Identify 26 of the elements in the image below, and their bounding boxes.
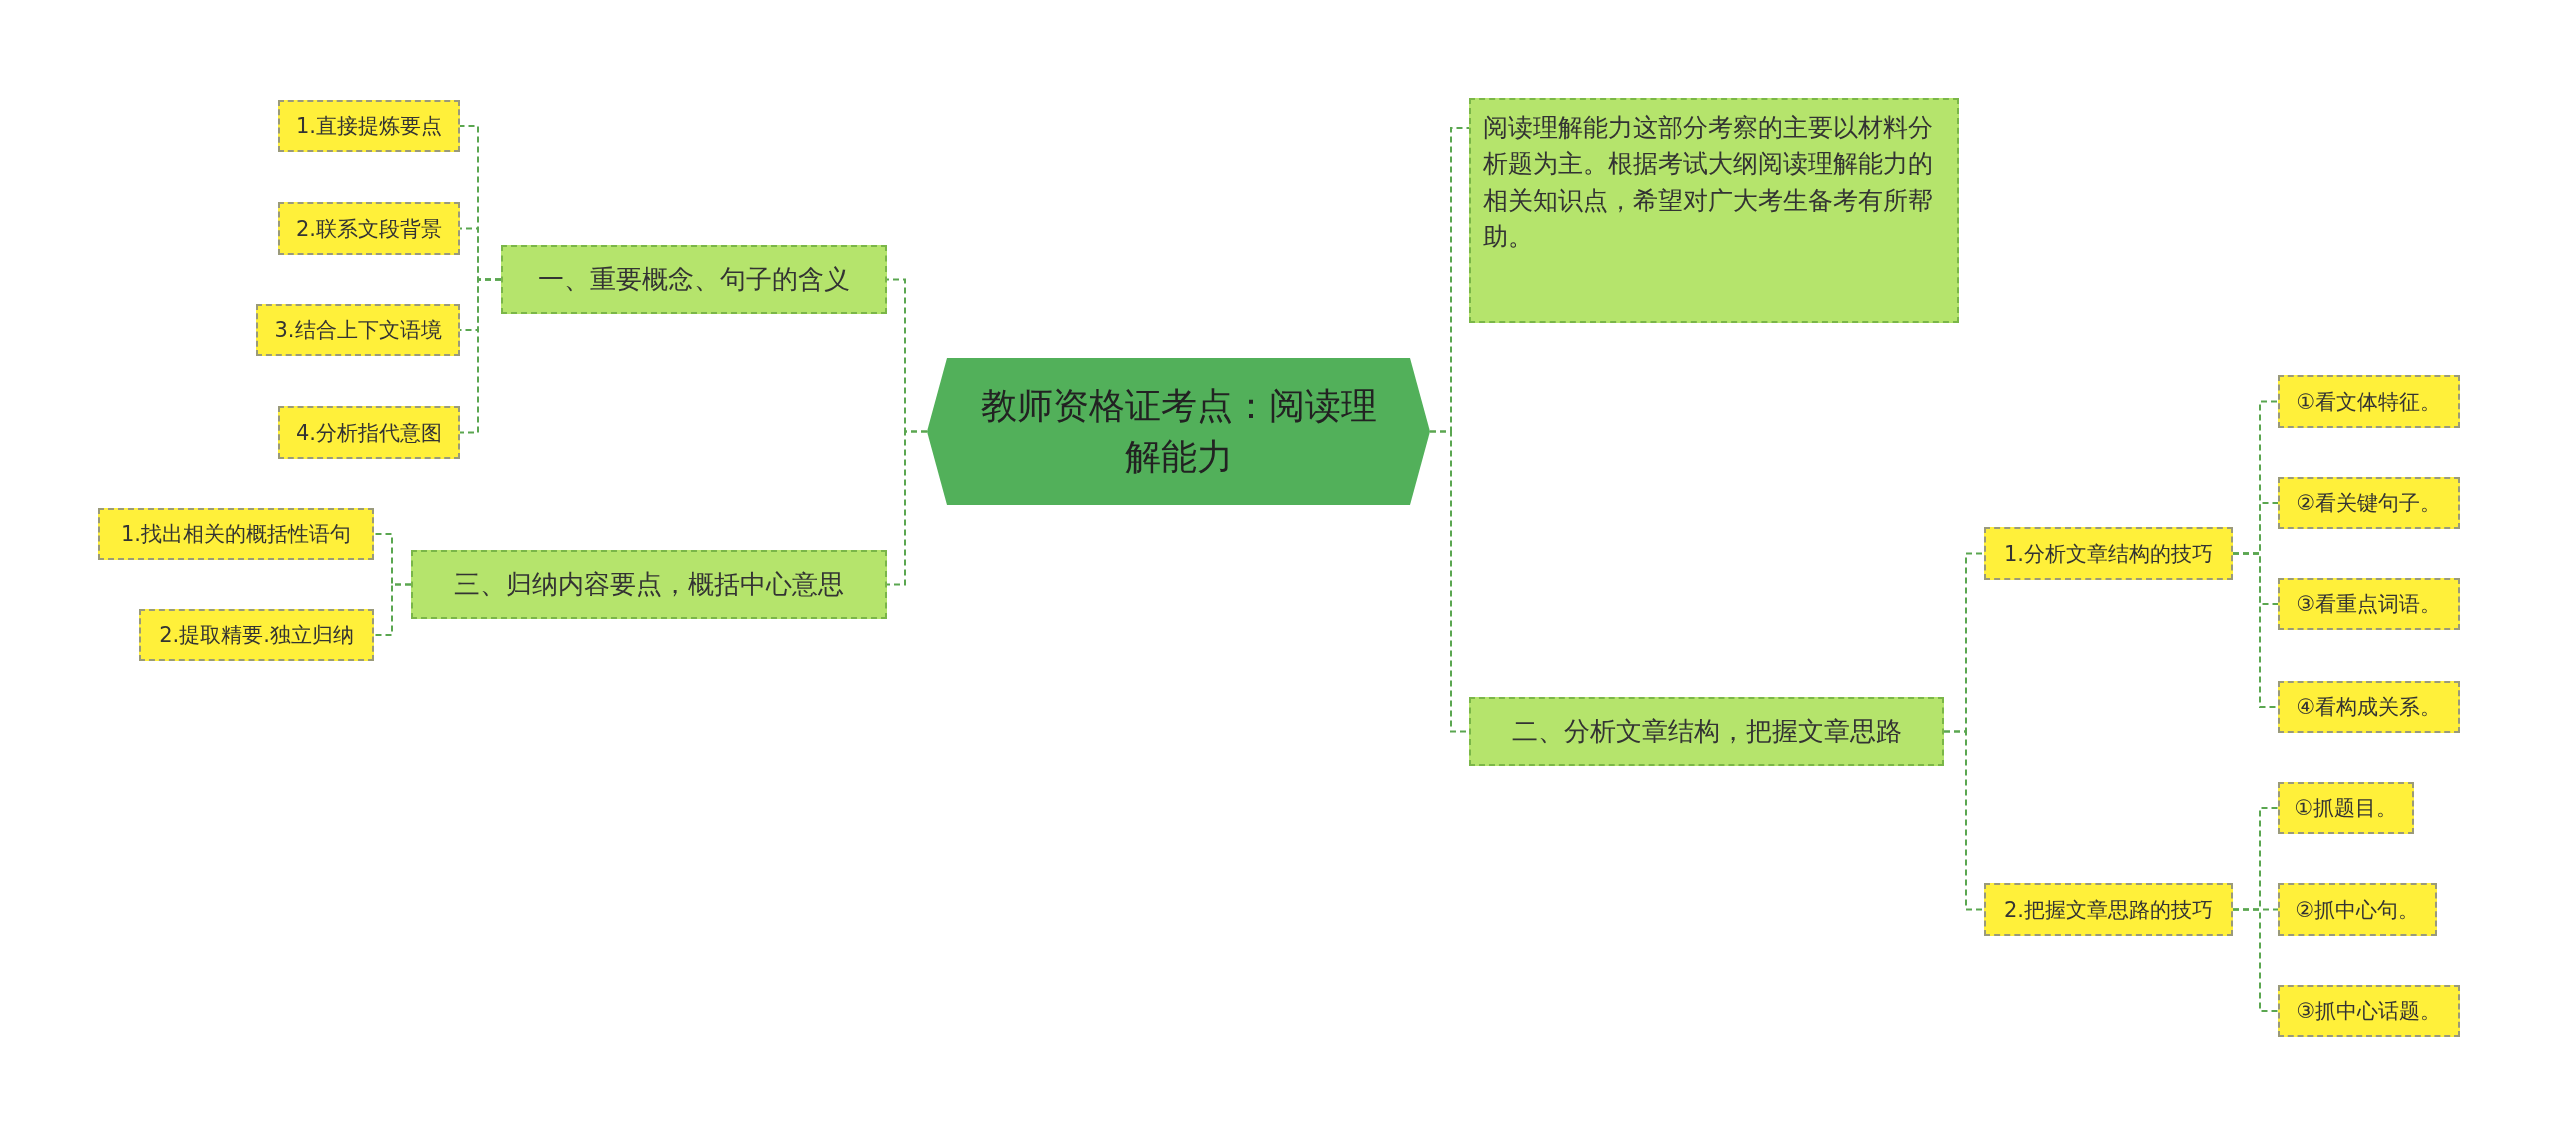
topic-box: 三、归纳内容要点，概括中心意思 — [411, 550, 887, 619]
connector-line — [373, 583, 412, 636]
note-box: 阅读理解能力这部分考察的主要以材料分析题为主。根据考试大纲阅读理解能力的相关知识点，希望对广大考生备考有所帮助。 — [1469, 98, 1959, 323]
subtopic-box: 1.找出相关的概括性语句 — [98, 508, 374, 560]
subtopic-box: 1.直接提炼要点 — [278, 100, 460, 152]
subtopic-box: 1.分析文章结构的技巧 — [1984, 527, 2233, 580]
subtopic-box: ④看构成关系。 — [2278, 681, 2460, 733]
subtopic-box: ③看重点词语。 — [2278, 578, 2460, 630]
subtopic-box: 4.分析指代意图 — [278, 406, 460, 459]
connector-line — [2232, 552, 2279, 708]
topic-box: 二、分析文章结构，把握文章思路 — [1469, 697, 1944, 766]
subtopic-box: ③抓中心话题。 — [2278, 985, 2460, 1037]
subtopic-box: ①抓题目。 — [2278, 782, 2414, 834]
connector-line — [886, 430, 928, 586]
connector-line — [2232, 908, 2279, 1012]
subtopic-box: 2.把握文章思路的技巧 — [1984, 883, 2233, 936]
central-topic-hexagon: 教师资格证考点：阅读理解能力 — [927, 358, 1430, 505]
connector-line — [459, 278, 502, 434]
subtopic-box: ①看文体特征。 — [2278, 375, 2460, 428]
topic-box: 一、重要概念、句子的含义 — [501, 245, 887, 314]
subtopic-box: 2.提取精要.独立归纳 — [139, 609, 374, 661]
subtopic-box: ②看关键句子。 — [2278, 477, 2460, 529]
connector-line — [1943, 730, 1985, 911]
subtopic-box: 2.联系文段背景 — [278, 202, 460, 255]
subtopic-box: ②抓中心句。 — [2278, 883, 2437, 936]
subtopic-box: 3.结合上下文语境 — [256, 304, 460, 356]
